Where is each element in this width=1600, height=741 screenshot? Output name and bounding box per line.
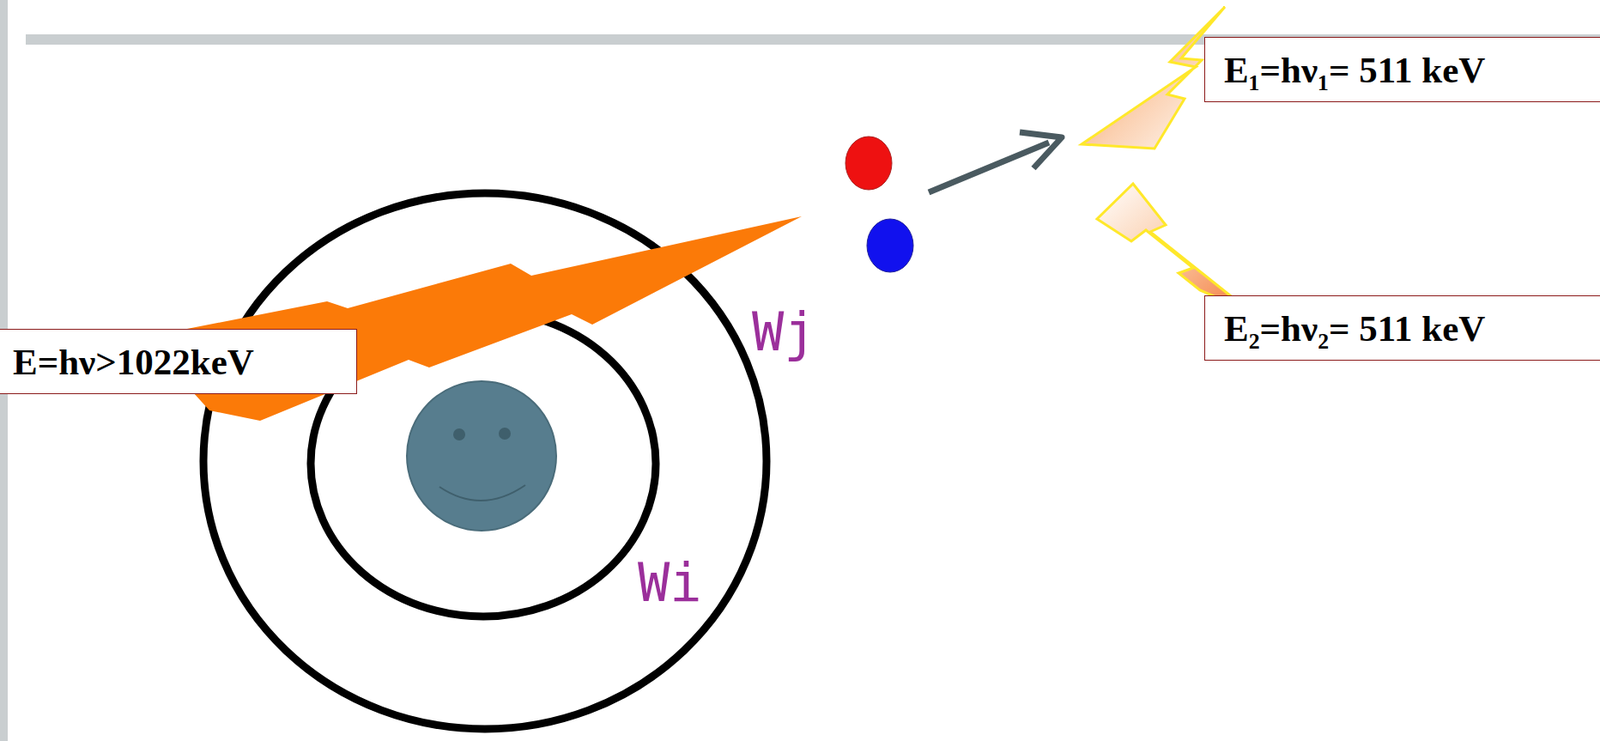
energy-label: E₂=hν₂= 511 keV (1224, 307, 1485, 350)
shell-label: Wi (637, 556, 703, 610)
positron (845, 136, 892, 190)
nucleus-eye (498, 427, 511, 440)
motion-arrow (928, 142, 1049, 193)
nucleus (406, 381, 557, 531)
energy-label: E₁=hν₁= 511 keV (1224, 48, 1485, 91)
annihilation-photon-bolt (1081, 6, 1225, 149)
energy-box: E=hν>1022keV (0, 328, 358, 394)
nucleus-smile (439, 484, 526, 501)
motion-arrowhead (1019, 132, 1062, 169)
electron (866, 218, 914, 273)
nucleus-eye (453, 428, 466, 441)
energy-label: E=hν>1022keV (12, 340, 255, 383)
annihilation-photon-bolt (1096, 183, 1252, 313)
energy-box: E₁=hν₁= 511 keV (1204, 36, 1600, 103)
energy-box: E₂=hν₂= 511 keV (1204, 295, 1600, 361)
shell-label: Wj (751, 305, 817, 359)
